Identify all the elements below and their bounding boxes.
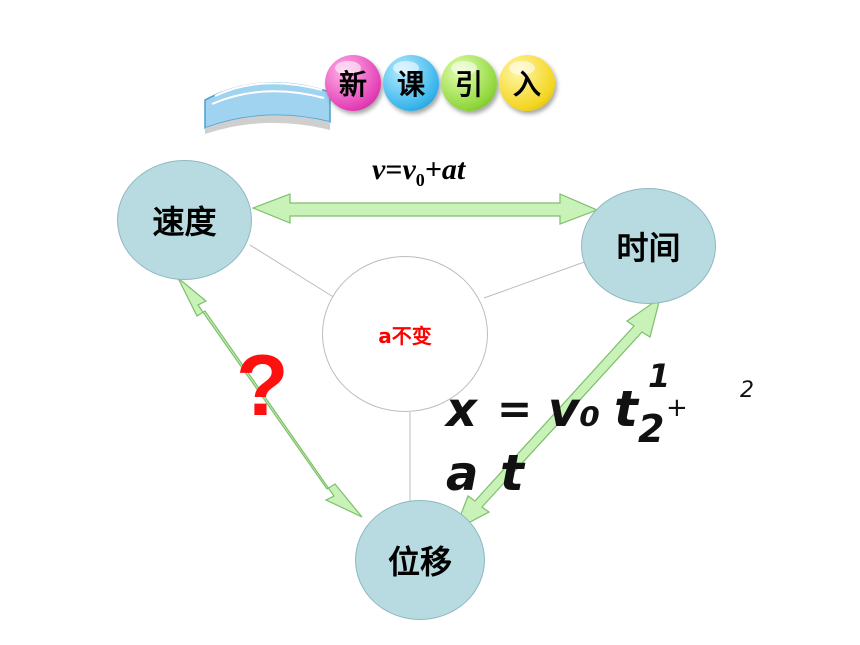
hw-t: t [614,380,638,438]
banner-ball-4: 入 [499,55,555,111]
question-mark: ? [236,338,289,434]
hw-a: a [446,446,479,502]
book-icon [204,81,331,134]
node-time: 时间 [581,188,716,304]
banner-ball-1: 新 [325,55,381,111]
line-speed-center [249,244,336,299]
banner-ball-3: 引 [441,55,497,111]
hw-plus: + [666,393,688,423]
line-time-center [483,259,591,299]
banner-ball-2: 课 [383,55,439,111]
node-speed: 速度 [117,160,252,280]
arrow-speed-time [251,193,599,225]
hw-square: 2 [740,378,754,403]
hw-denominator: 2 [638,407,665,451]
center-circle: a不变 [322,256,488,412]
hw-equals: = [497,384,533,433]
node-displacement: 位移 [355,500,485,620]
center-label: a不变 [378,323,432,348]
velocity-formula: v=v0+at [372,153,466,190]
arrow-speed-disp [177,277,363,518]
hw-numerator: 1 [648,357,671,395]
hw-t2: t [500,444,524,502]
hw-v0: v₀ [548,382,601,438]
hw-x: x [446,382,477,438]
